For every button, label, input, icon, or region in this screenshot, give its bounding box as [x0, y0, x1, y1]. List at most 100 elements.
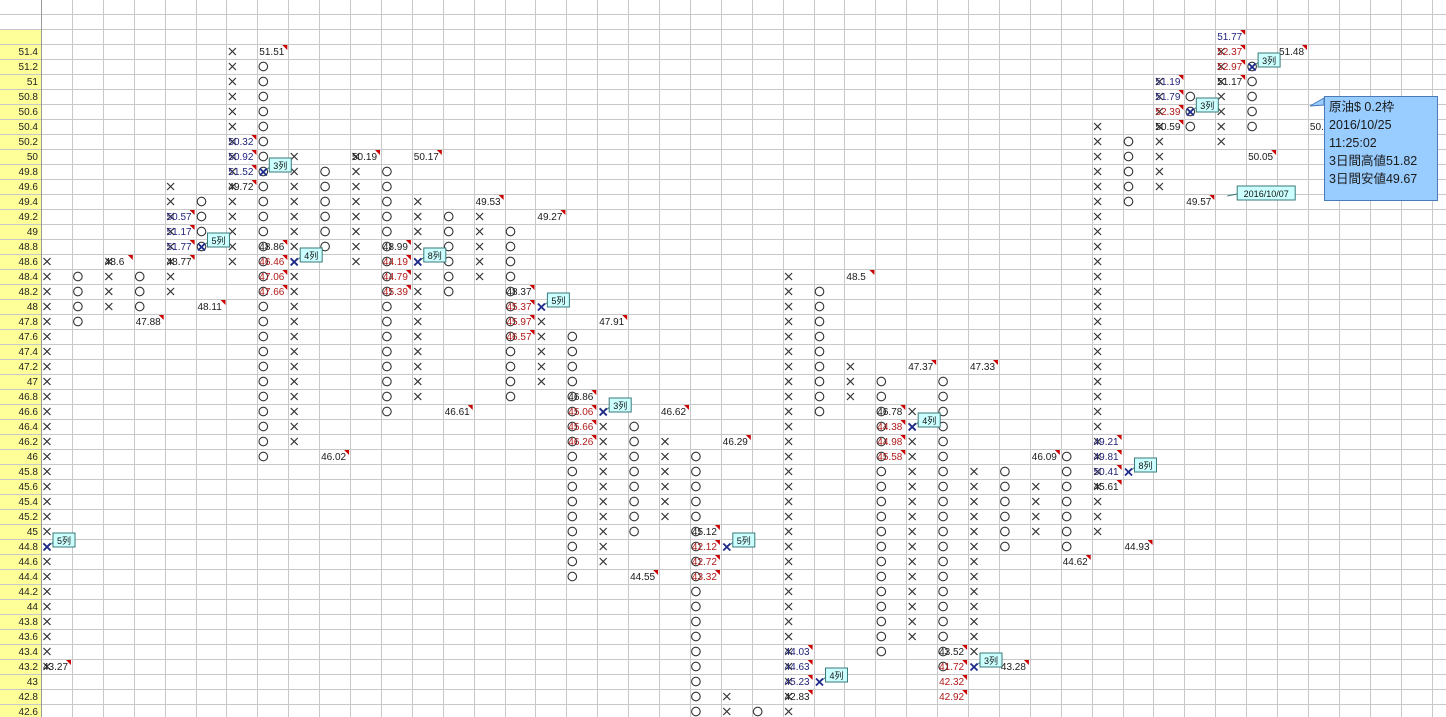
column-count-callout	[52, 532, 76, 548]
callout-label: 5列	[551, 295, 565, 306]
x-mark	[784, 602, 793, 611]
x-mark	[1217, 62, 1226, 71]
comment-marker	[807, 690, 813, 695]
value-label: 48.99	[383, 242, 408, 253]
value-label: 46.02	[321, 452, 346, 463]
x-mark	[537, 332, 546, 341]
o-mark	[382, 376, 392, 387]
o-mark	[876, 376, 887, 387]
value-label: 49.27	[537, 212, 562, 223]
x-mark	[290, 332, 299, 341]
reversal-x-mark	[1247, 62, 1257, 72]
callout-label: 3列	[273, 160, 287, 171]
x-mark	[228, 152, 237, 161]
o-mark	[1123, 181, 1134, 192]
o-mark	[382, 256, 392, 267]
x-mark	[970, 572, 978, 581]
o-mark	[567, 526, 578, 537]
x-mark	[1093, 377, 1102, 386]
o-mark	[73, 316, 83, 327]
o-mark	[382, 361, 392, 372]
o-mark	[258, 406, 269, 417]
o-mark	[629, 481, 639, 492]
x-mark	[228, 197, 237, 206]
reversal-x-mark	[908, 422, 917, 432]
y-tick-label: 46.8	[19, 392, 39, 403]
o-mark	[567, 421, 578, 432]
o-mark	[876, 421, 887, 432]
x-mark	[784, 707, 793, 716]
y-tick-label: 48.8	[19, 242, 39, 253]
value-label: 45.37	[507, 302, 532, 313]
x-mark	[661, 452, 669, 461]
x-mark	[475, 272, 484, 281]
o-mark	[505, 226, 516, 237]
x-mark	[970, 482, 978, 491]
x-mark	[228, 167, 237, 176]
column-count-callout	[423, 247, 447, 263]
o-mark	[258, 106, 269, 117]
comment-marker	[962, 690, 968, 695]
x-mark	[784, 392, 793, 401]
o-mark	[1061, 511, 1072, 522]
value-label: 41.72	[939, 662, 964, 673]
x-mark	[846, 377, 855, 386]
comment-marker	[807, 675, 813, 680]
value-label: 44.38	[877, 422, 902, 433]
comment-marker	[714, 540, 720, 545]
comment-marker	[282, 255, 288, 260]
y-tick-label: 48.4	[19, 272, 39, 283]
value-label: 51.19	[1155, 77, 1180, 88]
o-mark	[258, 61, 269, 72]
o-mark	[567, 571, 578, 582]
o-mark	[320, 241, 330, 252]
x-mark	[43, 362, 51, 371]
reversal-x-mark	[197, 242, 206, 252]
o-mark	[876, 601, 887, 612]
o-mark	[814, 376, 825, 387]
x-mark	[1093, 287, 1102, 296]
y-tick-label: 44.4	[19, 572, 39, 583]
o-mark	[876, 646, 887, 657]
column-count-callout	[979, 652, 1003, 668]
y-tick-label: 49.2	[19, 212, 39, 223]
x-mark	[475, 227, 484, 236]
comment-marker	[1302, 45, 1307, 50]
o-mark	[938, 391, 948, 402]
x-mark	[166, 272, 175, 281]
o-mark	[382, 391, 392, 402]
o-mark	[691, 616, 701, 627]
reversal-x-mark	[599, 407, 608, 417]
x-mark	[43, 377, 51, 386]
x-mark	[1093, 302, 1102, 311]
o-mark	[382, 166, 392, 177]
comment-marker	[993, 360, 998, 365]
x-mark	[970, 602, 978, 611]
x-mark	[290, 167, 299, 176]
x-mark	[43, 602, 51, 611]
x-mark	[970, 632, 978, 641]
o-mark	[1123, 151, 1134, 162]
comment-marker	[962, 675, 968, 680]
value-label: 42.72	[692, 557, 717, 568]
o-mark	[382, 271, 392, 282]
x-mark	[104, 287, 113, 296]
o-mark	[258, 421, 269, 432]
o-mark	[691, 691, 701, 702]
x-mark	[784, 677, 793, 686]
value-label: 48.6	[105, 257, 125, 268]
value-label: 47.91	[599, 317, 624, 328]
o-mark	[320, 226, 330, 237]
value-label: 45.39	[383, 287, 408, 298]
column-count-callout	[268, 157, 292, 173]
comment-marker	[869, 270, 875, 275]
value-label: 51.79	[1155, 92, 1180, 103]
x-mark	[784, 422, 793, 431]
o-mark	[814, 361, 825, 372]
x-mark	[166, 242, 175, 251]
x-mark	[970, 512, 978, 521]
o-mark	[691, 541, 701, 552]
x-mark	[352, 167, 360, 176]
column-count-callout	[1257, 52, 1281, 68]
